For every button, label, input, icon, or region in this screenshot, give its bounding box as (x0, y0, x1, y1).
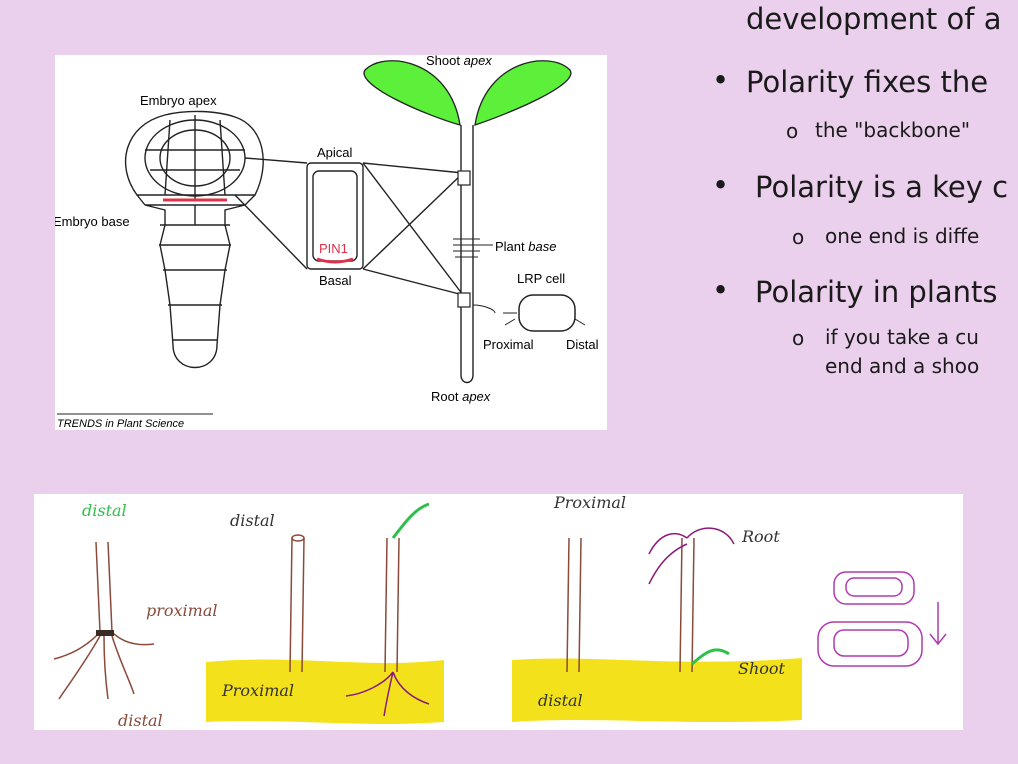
sub-bullet-backbone: the "backbone" (815, 118, 971, 142)
bullet-dot: • (712, 63, 730, 97)
bullet-polarity-plants: Polarity in plants (755, 275, 998, 309)
label-root-apex: Root apex (431, 389, 491, 404)
label-shoot: Shoot (738, 659, 786, 678)
sub-bullet-one-end: one end is diffe (825, 224, 980, 248)
bullet-list: development of a • Polarity fixes the o … (712, 2, 1009, 378)
label-distal-green: distal (82, 501, 127, 520)
stem-cutting-3 (566, 537, 582, 673)
label-apical: Apical (317, 145, 353, 160)
sub-bullet-circle: o (792, 225, 805, 249)
bullet-polarity-key: Polarity is a key c (755, 170, 1009, 204)
sub-bullet-cutting-cont: end and a shoo (825, 354, 980, 378)
bullet-dot: • (712, 168, 730, 202)
label-proximal-left: proximal (146, 601, 218, 620)
embryo-polarity-diagram: Embryo apex Embryo base Apical Basal PIN… (55, 55, 607, 430)
label-shoot-apex: Shoot apex (426, 55, 492, 68)
stem-cutting-1 (289, 534, 305, 673)
sub-bullet-circle: o (786, 119, 799, 143)
stem-cutting-4 (679, 537, 695, 673)
figure-credit: TRENDS in Plant Science (57, 418, 184, 430)
soil-band-left (206, 659, 444, 724)
label-embryo-apex: Embryo apex (140, 93, 217, 108)
bullet-polarity-fixes: Polarity fixes the (746, 65, 989, 99)
label-lrp-cell: LRP cell (517, 271, 565, 286)
stem-cutting-2 (384, 537, 400, 673)
sub-bullet-cutting: if you take a cu (825, 325, 979, 349)
label-basal: Basal (319, 273, 352, 288)
roots-cutting-2 (345, 671, 430, 717)
shoot-cutting-4 (691, 648, 730, 666)
seedling-drawing (363, 60, 586, 384)
label-pin1: PIN1 (319, 241, 348, 256)
bullet-dot: • (712, 273, 730, 307)
soil-band-right (512, 658, 802, 722)
label-distal-soil: distal (538, 691, 583, 710)
roots-cutting-4 (648, 527, 735, 585)
shoot-cutting-2 (391, 502, 430, 539)
label-distal-bottom: distal (118, 711, 163, 730)
label-root: Root (741, 527, 780, 546)
cell-sketches (817, 571, 947, 667)
label-proximal-soil: Proximal (221, 681, 294, 700)
label-distal: Distal (566, 337, 599, 352)
sub-bullet-circle: o (792, 326, 805, 350)
label-embryo-base: Embryo base (55, 214, 130, 229)
bullet-line-continuation: development of a (746, 2, 1002, 36)
cell-detail (234, 157, 464, 296)
embryo-drawing (124, 110, 264, 369)
label-plant-base: Plant base (495, 239, 556, 254)
label-proximal: Proximal (483, 337, 534, 352)
pin1-band-cell (316, 257, 354, 264)
label-proximal-top: Proximal (553, 494, 626, 512)
cuttings-sketch: distal proximal distal distal Proximal P… (34, 494, 963, 730)
tree-cutting (53, 541, 155, 700)
label-distal-top: distal (230, 511, 275, 530)
